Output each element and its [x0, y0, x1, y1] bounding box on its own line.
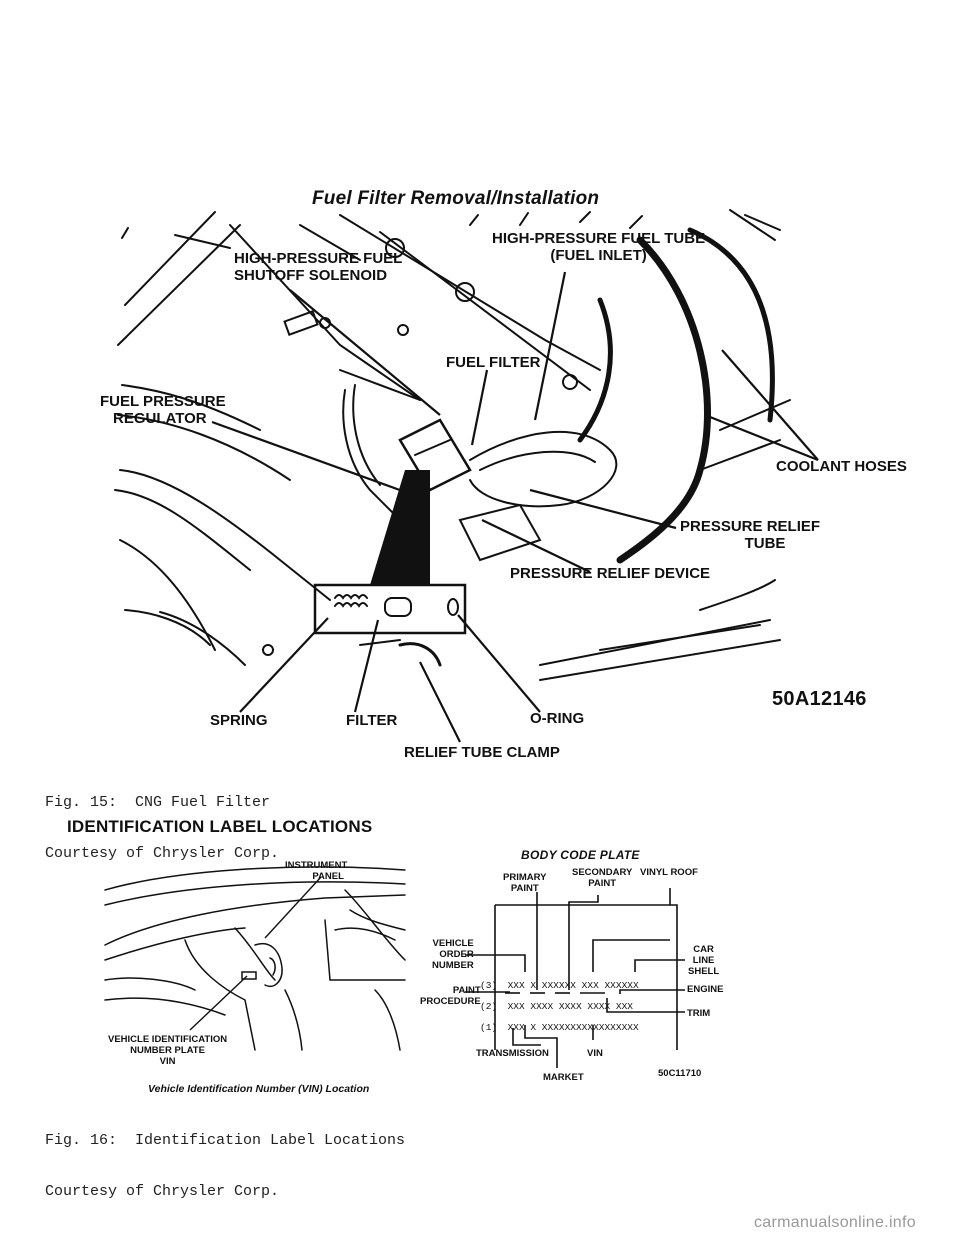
label-car-line-shell: CAR LINE SHELL [688, 944, 719, 977]
label-regulator-line1: FUEL PRESSURE [100, 393, 226, 410]
code-row-num: (2) [480, 1001, 498, 1012]
figure15-caption-line1: Fig. 15: CNG Fuel Filter [45, 794, 271, 811]
label-primary-paint: PRIMARY PAINT [503, 872, 546, 894]
code-row-3: (3) XXX X XXXXXX XXX XXXXXX [480, 975, 639, 993]
label-shutoff-solenoid-line1: HIGH-PRESSURE FUEL [234, 250, 403, 267]
figure15-title: Fuel Filter Removal/Installation [312, 188, 600, 209]
label-paint-procedure-line2: PROCEDURE [420, 996, 481, 1007]
label-shutoff-solenoid: HIGH-PRESSURE FUEL SHUTOFF SOLENOID [234, 250, 402, 284]
label-relief-tube-line2: TUBE [744, 535, 786, 552]
label-filter: FILTER [346, 712, 398, 729]
watermark: carmanualsonline.info [754, 1214, 916, 1231]
figure16-caption-line1: Fig. 16: Identification Label Locations [45, 1132, 406, 1149]
label-secondary-paint: SECONDARY PAINT [572, 867, 632, 889]
label-instrument-panel-line1: INSTRUMENT [285, 860, 348, 871]
label-transmission: TRANSMISSION [476, 1048, 549, 1059]
label-vinyl-roof: VINYL ROOF [640, 867, 698, 878]
label-vehicle-order-line3: NUMBER [432, 960, 474, 971]
label-vehicle-order-line1: VEHICLE [432, 938, 474, 949]
label-fuel-pressure-regulator: FUEL PRESSURE REGULATOR [100, 393, 226, 427]
label-pressure-relief-device: PRESSURE RELIEF DEVICE [510, 565, 711, 582]
code-row-text: XXX XXXX XXXX XXXX XXX [507, 1001, 633, 1012]
label-vehicle-order-line2: ORDER [439, 949, 474, 960]
label-vin-plate-line3: VIN [159, 1056, 176, 1067]
label-trim: TRIM [687, 1008, 711, 1019]
figure16-caption-line2: Courtesy of Chrysler Corp. [45, 1183, 280, 1200]
code-row-num: (3) [480, 980, 498, 991]
label-primary-paint-line2: PAINT [510, 883, 539, 894]
label-car-line-line1: CAR [693, 944, 714, 955]
figure15-caption: Fig. 15: CNG Fuel Filter Courtesy of Chr… [45, 760, 279, 879]
label-regulator-line2: REGULATOR [113, 410, 207, 427]
label-instrument-panel-line2: PANEL [312, 871, 344, 882]
code-row-num: (1) [480, 1022, 498, 1033]
label-vin-plate: VEHICLE IDENTIFICATION NUMBER PLATE VIN [108, 1034, 227, 1067]
label-fuel-filter: FUEL FILTER [446, 354, 541, 371]
code-row-text: XXX X XXXXXXXXXXXXXXXXX [507, 1022, 639, 1033]
label-relief-tube-clamp: RELIEF TUBE CLAMP [404, 744, 560, 761]
label-fuel-tube-line1: HIGH-PRESSURE FUEL TUBE [492, 230, 706, 247]
figure15-caption-line2: Courtesy of Chrysler Corp. [45, 845, 280, 862]
label-vehicle-order-number: VEHICLE ORDER NUMBER [432, 938, 474, 971]
label-vin: VIN [587, 1048, 603, 1059]
label-vin-plate-line2: NUMBER PLATE [130, 1045, 205, 1056]
vin-location-illustration [104, 866, 406, 1051]
figure16-caption: Fig. 16: Identification Label Locations … [45, 1098, 405, 1217]
code-row-1: (1) XXX X XXXXXXXXXXXXXXXXX [480, 1017, 639, 1035]
label-fuel-tube: HIGH-PRESSURE FUEL TUBE (FUEL INLET) [492, 230, 705, 264]
label-pressure-relief-tube: PRESSURE RELIEF TUBE [680, 518, 820, 552]
label-oring: O-RING [530, 710, 585, 727]
label-coolant-hoses: COOLANT HOSES [776, 458, 907, 475]
label-relief-tube-line1: PRESSURE RELIEF [680, 518, 821, 535]
label-car-line-line3: SHELL [688, 966, 720, 977]
label-fuel-tube-line2: (FUEL INLET) [550, 247, 647, 264]
label-secondary-paint-line2: PAINT [588, 878, 617, 889]
label-shutoff-solenoid-line2: SHUTOFF SOLENOID [234, 267, 388, 284]
code-row-text: XXX X XXXXXX XXX XXXXXX [507, 980, 639, 991]
figure16-heading: IDENTIFICATION LABEL LOCATIONS [67, 817, 373, 836]
body-code-plate-diagram [465, 888, 685, 1068]
label-instrument-panel: INSTRUMENT PANEL [285, 860, 347, 882]
label-vin-plate-line1: VEHICLE IDENTIFICATION [108, 1034, 228, 1045]
fuel-filter-illustration [114, 209, 819, 743]
label-paint-procedure: PAINT PROCEDURE [420, 985, 481, 1007]
body-code-plate-code: 50C11710 [658, 1068, 702, 1079]
vin-location-caption: Vehicle Identification Number (VIN) Loca… [148, 1083, 370, 1095]
figure15-code: 50A12146 [772, 688, 867, 710]
label-secondary-paint-line1: SECONDARY [572, 867, 633, 878]
body-code-plate-title: BODY CODE PLATE [521, 848, 640, 862]
label-car-line-line2: LINE [692, 955, 715, 966]
label-primary-paint-line1: PRIMARY [503, 872, 547, 883]
label-paint-procedure-line1: PAINT [452, 985, 481, 996]
code-row-2: (2) XXX XXXX XXXX XXXX XXX [480, 996, 633, 1014]
label-engine: ENGINE [687, 984, 724, 995]
label-spring: SPRING [210, 712, 268, 729]
label-market: MARKET [543, 1072, 584, 1083]
